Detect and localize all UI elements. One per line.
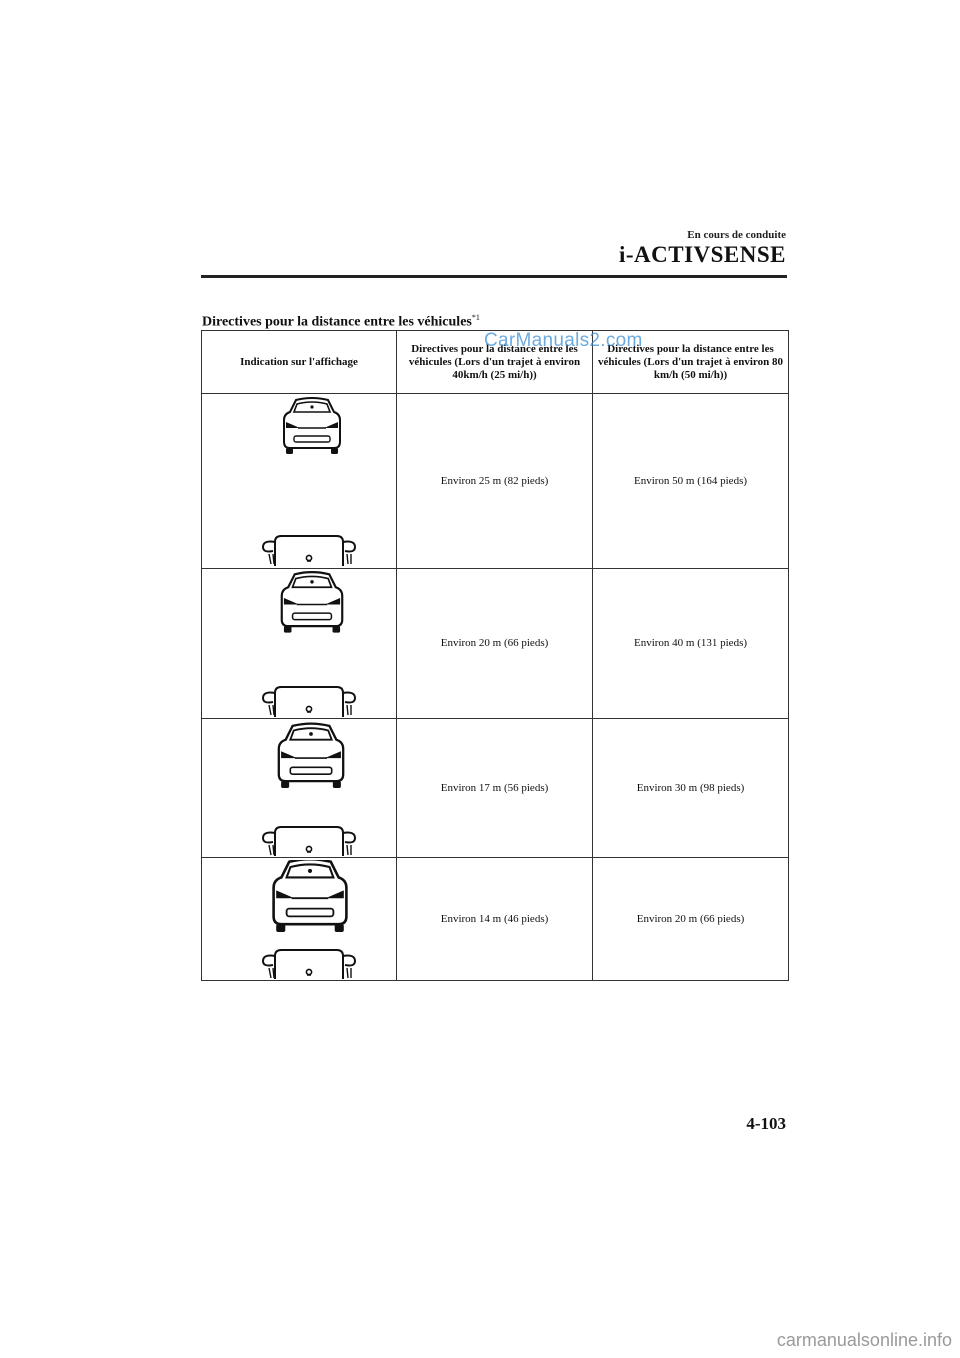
- preceding-car-icon: [280, 570, 344, 634]
- distance-80kmh-cell: Environ 30 m (98 pieds): [592, 718, 789, 858]
- preceding-car-icon: [283, 397, 341, 455]
- preceding-car-icon: [272, 859, 348, 933]
- own-vehicle-hood-icon: [262, 948, 356, 979]
- watermark-overlay: CarManuals2.com: [484, 330, 643, 351]
- distance-40kmh-cell: Environ 17 m (56 pieds): [396, 718, 593, 858]
- table-row: Environ 25 m (82 pieds) Environ 50 m (16…: [201, 393, 789, 569]
- header-rule: [201, 275, 787, 278]
- chapter-title: i-ACTIVSENSE: [618, 242, 786, 267]
- distance-40kmh-cell: Environ 25 m (82 pieds): [396, 393, 593, 569]
- distance-80kmh-cell: Environ 50 m (164 pieds): [592, 393, 789, 569]
- table-header-row: Indication sur l'affichage Directives po…: [201, 330, 789, 394]
- distance-40kmh-cell: Environ 14 m (46 pieds): [396, 857, 593, 981]
- distance-display-illustration: [262, 570, 356, 717]
- display-indication-cell: [201, 568, 397, 719]
- distance-display-illustration: [262, 859, 356, 979]
- own-vehicle-hood-icon: [262, 535, 356, 566]
- distance-guideline-table: Indication sur l'affichage Directives po…: [201, 330, 789, 981]
- table-row: Environ 20 m (66 pieds) Environ 40 m (13…: [201, 568, 789, 719]
- distance-80kmh-cell: Environ 20 m (66 pieds): [592, 857, 789, 981]
- display-indication-cell: [201, 393, 397, 569]
- header-distance-40kmh: Directives pour la distance entre les vé…: [396, 330, 593, 394]
- display-indication-cell: [201, 718, 397, 858]
- footer-site-link[interactable]: carmanualsonline.info: [776, 1330, 952, 1350]
- distance-display-illustration: [262, 397, 356, 566]
- preceding-car-icon: [277, 721, 345, 789]
- header-section-label: En cours de conduite: [687, 229, 786, 241]
- table-row: Environ 14 m (46 pieds) Environ 20 m (66…: [201, 857, 789, 981]
- table-row: Environ 17 m (56 pieds) Environ 30 m (98…: [201, 718, 789, 858]
- display-indication-cell: [201, 857, 397, 981]
- page-number: 4-103: [746, 1114, 786, 1133]
- header-display-indication: Indication sur l'affichage: [201, 330, 397, 394]
- footnote-marker: *1: [471, 313, 480, 322]
- distance-40kmh-cell: Environ 20 m (66 pieds): [396, 568, 593, 719]
- own-vehicle-hood-icon: [262, 825, 356, 856]
- section-title: Directives pour la distance entre les vé…: [202, 313, 480, 331]
- section-title-text: Directives pour la distance entre les vé…: [202, 314, 472, 330]
- header-distance-80kmh: Directives pour la distance entre les vé…: [592, 330, 789, 394]
- distance-display-illustration: [262, 721, 356, 856]
- distance-80kmh-cell: Environ 40 m (131 pieds): [592, 568, 789, 719]
- own-vehicle-hood-icon: [262, 685, 356, 717]
